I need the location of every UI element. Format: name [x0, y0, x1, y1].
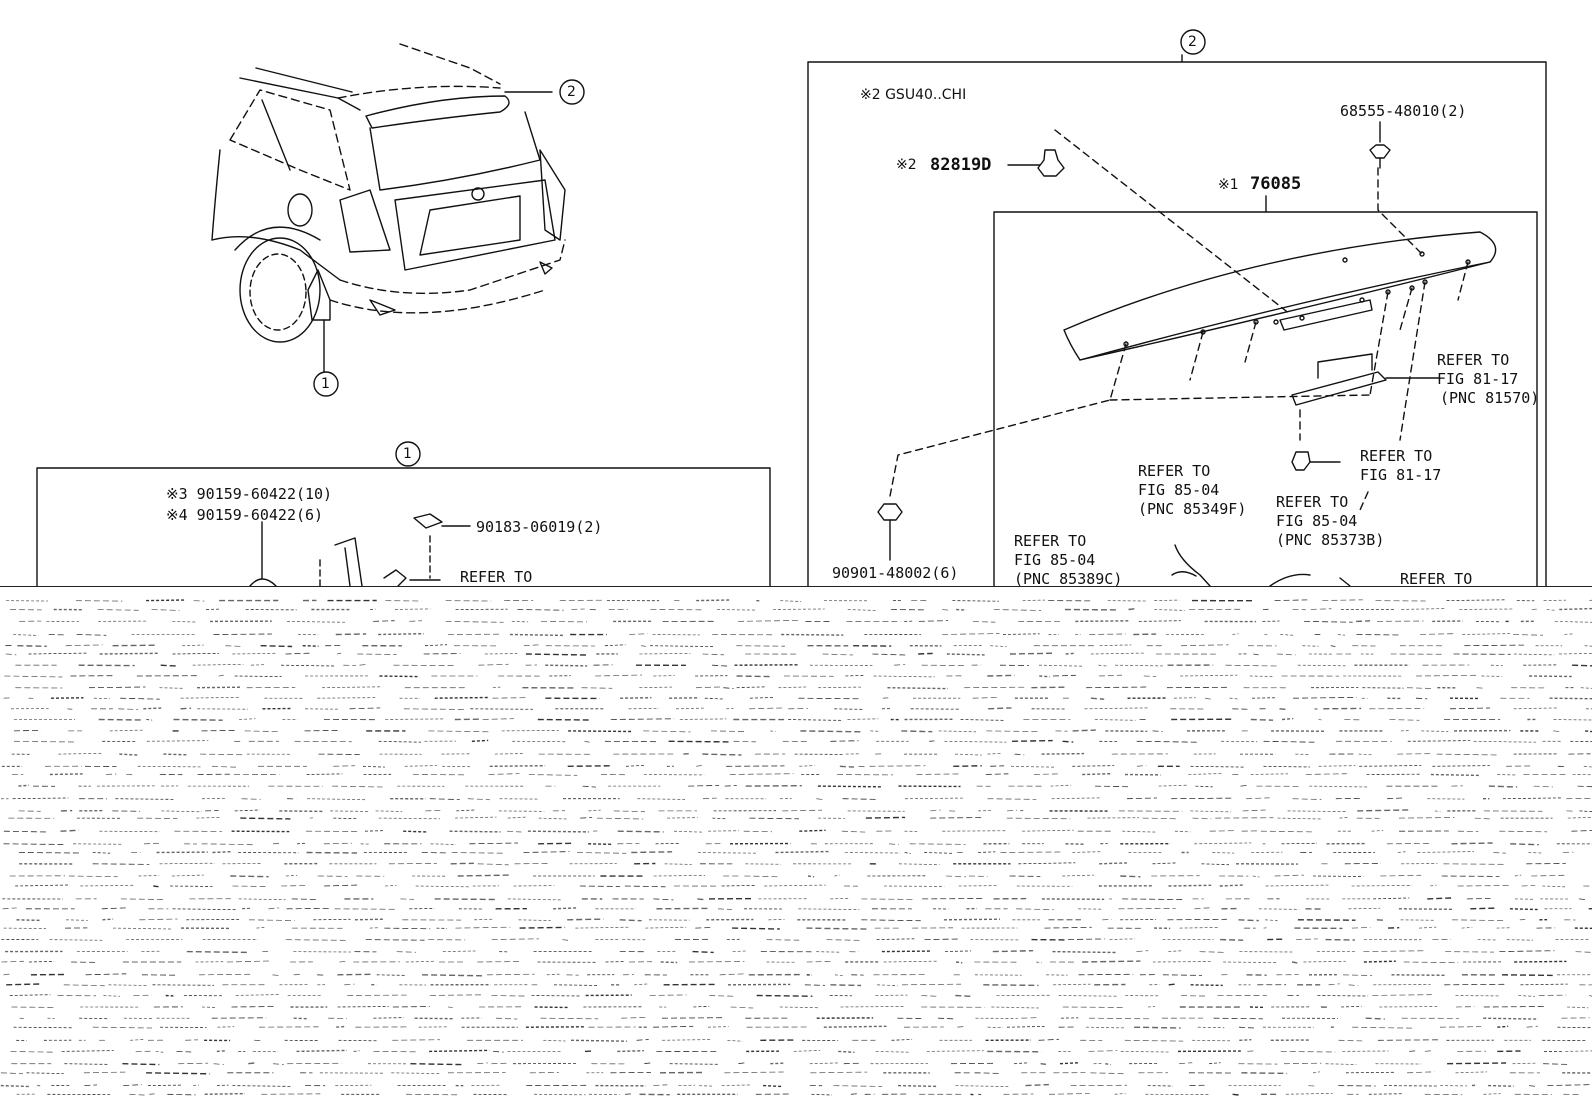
section-1-label: 1: [403, 446, 412, 462]
callout-1-circle: [313, 371, 339, 397]
note-90159-6: ※4 90159-60422(6): [166, 506, 324, 524]
ref-81570-line3: (PNC 81570): [1440, 389, 1540, 407]
part-90901-48002: 90901-48002(6): [832, 564, 959, 582]
ref-8117-line1: REFER TO: [1360, 447, 1433, 465]
ref-85373-line1: REFER TO: [1276, 493, 1349, 511]
panel-1-frame: [36, 467, 771, 587]
ref-85373-line3: (PNC 85373B): [1276, 531, 1385, 549]
section-1-circle: [395, 441, 421, 467]
ref-85349-line3: (PNC 85349F): [1138, 500, 1247, 518]
ref-85349-line1: REFER TO: [1138, 462, 1211, 480]
ref-85389-line2: FIG 85-04: [1014, 551, 1096, 569]
section-2-label: 2: [1188, 34, 1197, 50]
part-68555-48010: 68555-48010(2): [1340, 102, 1467, 120]
vehicle-illustration: [211, 43, 566, 343]
panel-2-frame: [807, 61, 1547, 587]
note-82819d-mark: ※2: [896, 157, 917, 173]
ref-85389-line3: (PNC 85389C): [1014, 570, 1123, 588]
ref-81570-line1: REFER TO: [1437, 351, 1510, 369]
scan-noise-region: [0, 586, 1592, 1096]
note-76085-mark: ※1: [1218, 177, 1239, 193]
note-90159-10: ※3 90159-60422(10): [166, 485, 333, 503]
ref-8117-line2: FIG 81-17: [1360, 466, 1442, 484]
part-76085: 76085: [1250, 174, 1302, 194]
ref-85373-line2: FIG 85-04: [1276, 512, 1358, 530]
ref-85349-line2: FIG 85-04: [1138, 481, 1220, 499]
callout-2-circle: [559, 79, 585, 105]
spoiler-drawing: [1063, 231, 1497, 361]
ref-85389-line1: REFER TO: [1014, 532, 1087, 550]
note-gsu40: ※2 GSU40..CHI: [860, 87, 967, 103]
ref-panel1: REFER TO: [460, 568, 533, 586]
callout-2: 2: [567, 84, 576, 100]
ref-81570-line2: FIG 81-17: [1437, 370, 1519, 388]
section-2-circle: [1180, 29, 1206, 55]
part-90183-06019: 90183-06019(2): [476, 518, 603, 536]
callout-1: 1: [321, 376, 330, 392]
ref-bottom: REFER TO: [1400, 570, 1473, 588]
part-82819d: 82819D: [930, 155, 992, 175]
